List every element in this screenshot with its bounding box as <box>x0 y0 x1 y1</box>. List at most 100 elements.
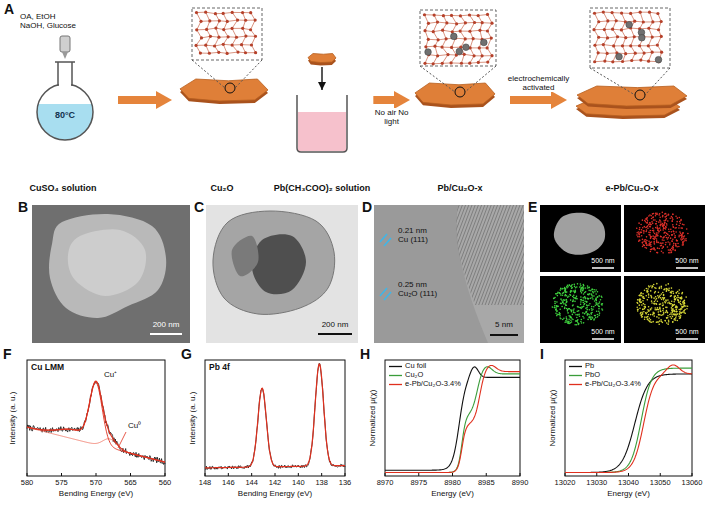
eds-maps-part <box>564 290 566 292</box>
eds-maps-part <box>652 285 654 287</box>
eds-maps-part <box>644 306 646 308</box>
eds-maps-part <box>642 227 644 229</box>
axis-title: Energy (eV) <box>431 489 474 498</box>
eds-maps-part <box>673 231 675 233</box>
eds-maps-part <box>679 221 681 223</box>
activated-platelet-part <box>629 44 632 47</box>
cu2o-platelet-part <box>244 51 247 54</box>
eds-maps-part <box>662 223 664 225</box>
process-arrow <box>373 96 396 104</box>
eds-maps-part <box>653 230 655 232</box>
eds-maps-part <box>664 222 666 224</box>
eds-maps-part <box>680 316 682 318</box>
eds-maps-part <box>643 230 645 232</box>
cu2o-platelet-part <box>241 27 244 30</box>
pb-cu2o-platelet-part <box>459 29 462 32</box>
eds-maps-part <box>657 230 659 232</box>
cu2o-platelet-part <box>204 11 207 14</box>
eds-maps-part <box>666 310 668 312</box>
eds-maps-part <box>601 295 603 297</box>
eds-maps-part <box>654 249 656 251</box>
legend-line <box>389 366 402 367</box>
eds-maps-part <box>680 312 682 314</box>
axis-title: Bending Energy (eV) <box>238 489 312 498</box>
eds-maps-part <box>673 314 675 316</box>
eds-maps-part <box>591 316 593 318</box>
eds-maps-part <box>665 284 667 286</box>
eds-maps-part <box>582 290 584 292</box>
eds-maps-part <box>678 234 680 236</box>
eds-maps-part <box>674 250 676 252</box>
hrtem-image-part <box>490 334 518 336</box>
eds-maps-part <box>667 241 669 243</box>
round-bottom-flask-part <box>55 62 75 86</box>
plot-frame-part <box>385 360 520 476</box>
eds-maps-part <box>601 303 603 305</box>
stage-node: e-Pb/Cu₂O-x <box>567 40 697 195</box>
eds-maps-part <box>559 315 561 317</box>
eds-maps-part <box>576 324 578 326</box>
eds-maps-part <box>671 314 673 316</box>
sem-image-part <box>49 214 166 318</box>
eds-maps-part <box>643 230 645 232</box>
pb-cu2o-platelet-part <box>433 13 436 16</box>
eds-maps-part <box>661 251 663 253</box>
eds-maps-part <box>664 222 666 224</box>
pb-cu2o-platelet-part <box>445 37 448 40</box>
eds-maps-part <box>676 240 678 242</box>
eds-maps-part <box>670 291 672 293</box>
eds-maps-part <box>653 315 655 317</box>
eds-maps-part <box>683 237 685 239</box>
eds-maps-part <box>644 220 646 222</box>
eds-maps-part <box>676 221 678 223</box>
eds-maps-part <box>674 237 676 239</box>
eds-maps-part <box>648 314 650 316</box>
eds-maps-part <box>647 220 649 222</box>
eds-maps-part <box>648 240 650 242</box>
tick-label: 13060 <box>682 479 703 488</box>
tem-image <box>206 205 358 343</box>
tick-label: 565 <box>124 479 137 488</box>
plot-frame-part <box>660 473 661 476</box>
eds-maps-part <box>658 296 660 298</box>
eds-maps-part <box>595 317 597 319</box>
eds-maps-part <box>667 323 669 325</box>
pb-cu2o-platelet-part <box>477 61 480 64</box>
eds-maps-part <box>580 283 582 285</box>
pb-cu2o-platelet-part <box>486 29 489 32</box>
eds-maps-part <box>668 287 670 289</box>
eds-maps-part <box>664 297 666 299</box>
eds-maps-part <box>665 307 667 309</box>
eds-maps-part <box>646 247 648 249</box>
eds-maps-part <box>568 318 570 320</box>
eds-maps-part <box>656 242 658 244</box>
eds-maps-part <box>684 235 686 237</box>
legend-line <box>389 375 402 376</box>
hrtem-image-part-part <box>435 205 475 310</box>
eds-maps-part <box>683 303 685 305</box>
eds-maps-part <box>639 227 641 229</box>
eds-maps-part <box>570 291 572 293</box>
eds-maps-part <box>656 221 658 223</box>
activated-platelet-part <box>621 60 624 63</box>
eds-maps-part <box>676 311 678 313</box>
eds-maps-part <box>680 219 682 221</box>
eds-maps-part <box>681 237 683 239</box>
eds-maps-part <box>662 304 664 306</box>
eds-maps-part <box>649 222 651 224</box>
eds-maps-part <box>664 320 666 322</box>
eds-maps-part <box>667 312 669 314</box>
eds-maps-part <box>672 321 674 323</box>
legend-line <box>569 375 582 376</box>
eds-maps-part <box>582 316 584 318</box>
eds-maps-part <box>678 289 680 291</box>
eds-maps-part <box>670 228 672 230</box>
eds-maps-part <box>660 297 662 299</box>
eds-maps-part <box>571 318 573 320</box>
pb-cu2o-platelet-part <box>424 45 427 48</box>
eds-maps-part <box>674 298 676 300</box>
eds-maps-part <box>671 240 673 242</box>
eds-maps-part <box>677 297 679 299</box>
eds-maps-part <box>653 313 655 315</box>
activated-platelet-part <box>615 19 618 22</box>
